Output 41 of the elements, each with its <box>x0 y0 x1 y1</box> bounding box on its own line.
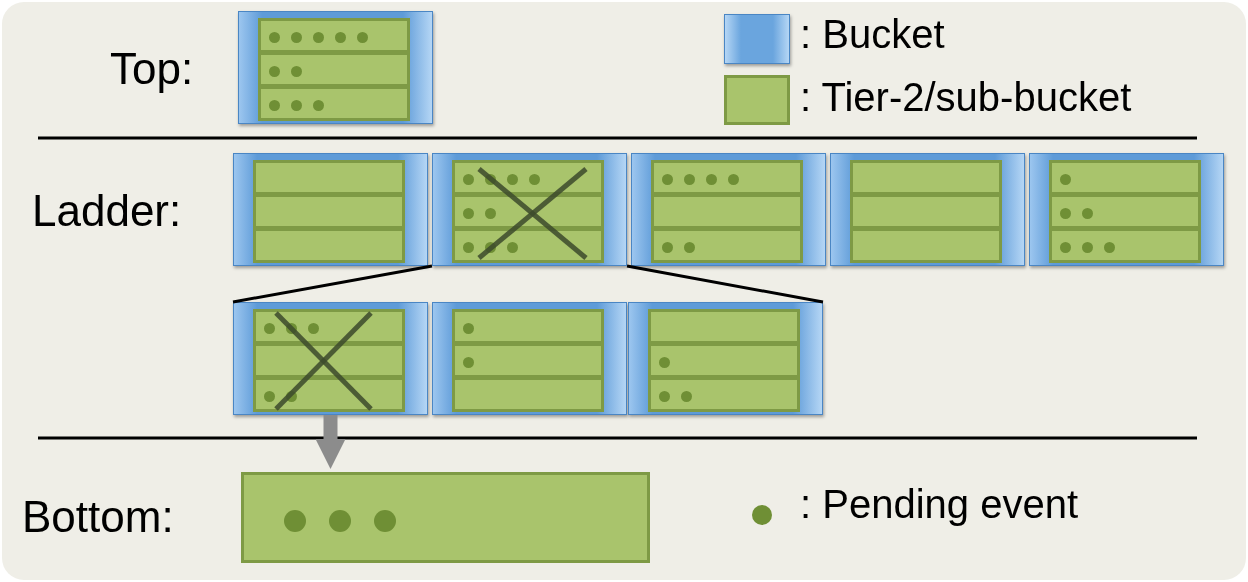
bottom-box <box>241 472 650 563</box>
sub-bucket-box <box>253 194 405 229</box>
legend-text: : Pending event <box>800 482 1078 527</box>
connector-line <box>626 264 824 304</box>
row-label: Top: <box>110 44 194 94</box>
sub-bucket-box <box>1049 160 1201 195</box>
sub-bucket-box <box>651 228 803 263</box>
bucket-box <box>432 302 627 415</box>
legend-text: : Tier-2/sub-bucket <box>800 75 1132 120</box>
sub-bucket-box <box>253 228 405 263</box>
legend-text: : Bucket <box>800 12 945 57</box>
sub-bucket-box <box>1049 194 1201 229</box>
sub-bucket-box <box>253 160 405 195</box>
sub-bucket-box <box>452 228 604 263</box>
sub-bucket-box <box>258 18 410 53</box>
bucket-box <box>238 11 433 124</box>
sub-bucket-box <box>648 377 800 412</box>
sub-bucket-box <box>258 52 410 87</box>
sub-bucket-box <box>452 343 604 378</box>
bucket-box <box>830 153 1025 266</box>
bucket-box <box>631 153 826 266</box>
sub-bucket-box <box>850 228 1002 263</box>
sub-bucket-box <box>850 160 1002 195</box>
arrow <box>315 415 346 469</box>
sub-bucket-box <box>253 377 405 412</box>
bucket-box <box>233 153 428 266</box>
bucket-box <box>1029 153 1224 266</box>
row-label: Ladder: <box>32 186 182 236</box>
sub-bucket-box <box>648 309 800 344</box>
sub-bucket-box <box>452 309 604 344</box>
sub-bucket-box <box>452 377 604 412</box>
bucket-box <box>233 302 428 415</box>
bucket-box <box>432 153 627 266</box>
sub-bucket-box <box>850 194 1002 229</box>
sub-bucket-box <box>258 86 410 121</box>
sub-bucket-box <box>651 160 803 195</box>
sub-bucket-box <box>1049 228 1201 263</box>
sub-bucket-box <box>648 343 800 378</box>
bucket-box <box>628 302 823 415</box>
sub-bucket-box <box>651 194 803 229</box>
row-label: Bottom: <box>22 492 174 542</box>
